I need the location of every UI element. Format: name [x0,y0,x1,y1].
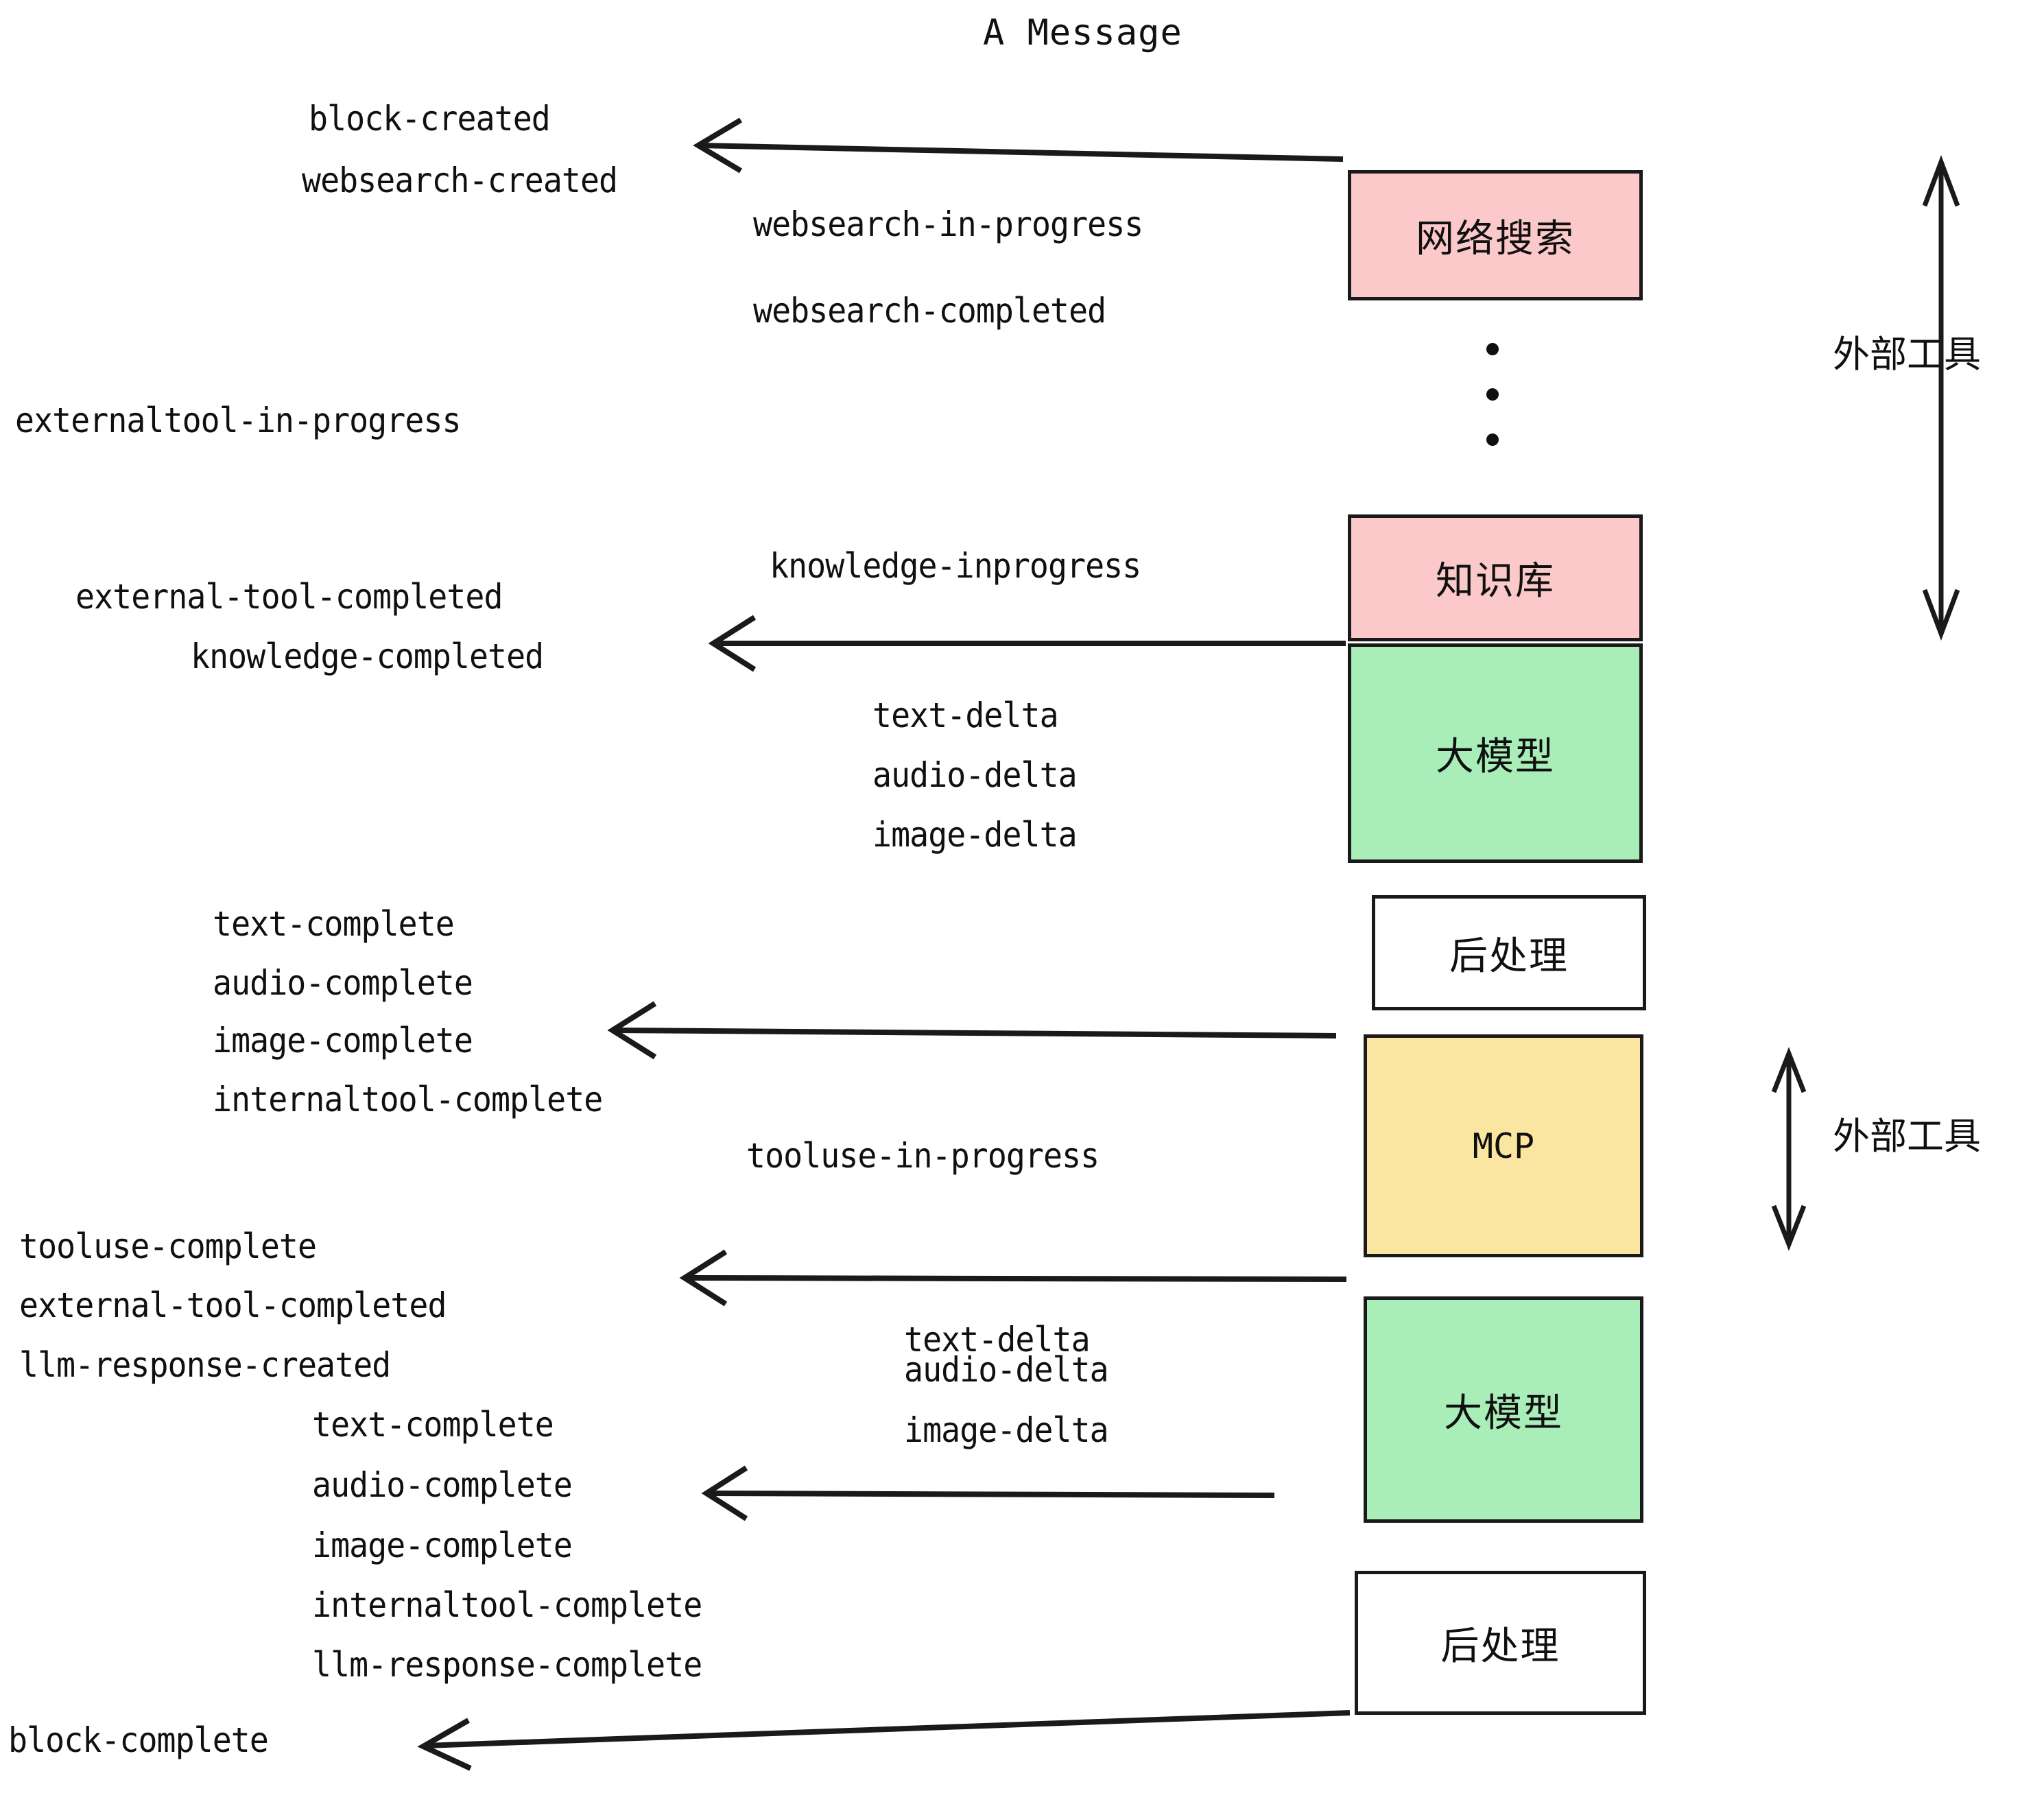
arrow-llm2-to-events [701,1465,1275,1521]
event-websearch-completed: websearch-completed [753,291,1106,331]
arrow-websearch-to-events [693,117,1344,174]
external-tool-range-top [1922,155,1960,641]
event-knowledge-inprogress: knowledge-inprogress [770,546,1141,586]
box-llm-second[interactable]: 大模型 [1364,1296,1643,1523]
dot [1486,434,1499,446]
event-image-delta-2: image-delta [904,1410,1109,1450]
box-postprocess-second[interactable]: 后处理 [1355,1571,1646,1715]
box-websearch[interactable]: 网络搜索 [1348,170,1643,300]
box-label: MCP [1472,1126,1535,1166]
box-mcp[interactable]: MCP [1364,1034,1643,1257]
dot [1486,388,1499,401]
box-label: 后处理 [1440,1624,1560,1669]
box-label: 大模型 [1436,734,1555,779]
event-audio-complete-2: audio-complete [312,1465,573,1505]
event-image-delta-1: image-delta [872,815,1078,855]
side-label-external-tool-bottom: 外部工具 [1833,1115,1981,1158]
page-title: A Message [983,12,1183,54]
event-external-tool-completed-2: external-tool-completed [19,1285,447,1325]
side-label-external-tool-top: 外部工具 [1833,333,1981,376]
event-websearch-created: websearch-created [302,161,618,200]
event-audio-delta-1: audio-delta [872,755,1078,795]
box-postprocess-first[interactable]: 后处理 [1372,895,1646,1010]
event-external-tool-completed-1: external-tool-completed [75,577,503,617]
event-internaltool-complete-2: internaltool-complete [312,1585,702,1625]
event-internaltool-complete-1: internaltool-complete [213,1080,603,1119]
event-tooluse-complete: tooluse-complete [19,1226,317,1266]
event-knowledge-completed: knowledge-completed [191,637,544,676]
box-knowledge-base[interactable]: 知识库 [1348,514,1643,641]
ellipsis-dots [1486,343,1499,446]
event-text-complete-2: text-complete [312,1405,554,1445]
box-label: 网络搜索 [1416,216,1575,261]
external-tool-range-bottom [1771,1047,1807,1251]
box-label: 后处理 [1449,934,1569,979]
event-audio-complete-1: audio-complete [213,963,473,1003]
event-tooluse-in-progress: tooluse-in-progress [746,1136,1100,1176]
event-block-created: block-created [309,99,551,139]
event-text-delta-2: text-delta [904,1320,1091,1360]
event-llm-response-complete: llm-response-complete [312,1645,702,1685]
arrow-mcp-to-events [679,1249,1347,1307]
event-audio-delta-2: audio-delta [904,1350,1109,1390]
arrow-postprocess2-to-block-complete [417,1710,1351,1771]
arrow-knowledge-to-events [708,615,1346,672]
arrow-postprocess-to-events [607,1001,1337,1060]
event-image-complete-1: image-complete [213,1021,473,1060]
box-label: 知识库 [1436,559,1555,604]
event-text-delta-1: text-delta [872,696,1059,735]
event-externaltool-in-progress: externaltool-in-progress [15,401,462,440]
box-llm-first[interactable]: 大模型 [1348,643,1643,863]
event-image-complete-2: image-complete [312,1526,573,1565]
box-label: 大模型 [1444,1390,1563,1436]
event-websearch-in-progress: websearch-in-progress [753,204,1143,244]
event-block-complete: block-complete [8,1720,269,1760]
event-llm-response-created: llm-response-created [19,1345,391,1385]
event-text-complete-1: text-complete [213,904,455,944]
dot [1486,343,1499,355]
